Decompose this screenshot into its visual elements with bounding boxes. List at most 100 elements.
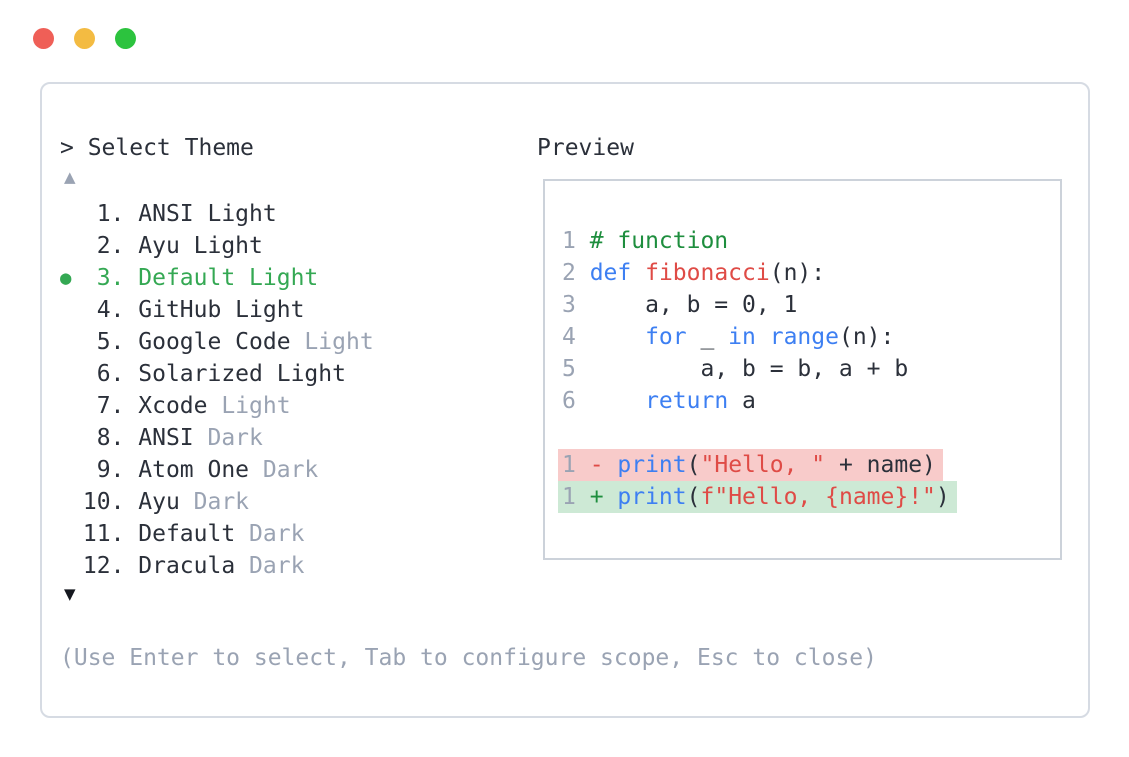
selection-bullet (60, 454, 83, 486)
code-line: 4 for _ in range(n): (562, 321, 1060, 353)
theme-name: ANSI Light (138, 201, 277, 227)
diff-added-line: 1+ print(f"Hello, {name}!") (558, 481, 1060, 513)
theme-number: 5. (96, 329, 125, 355)
line-number: 5 (562, 356, 576, 382)
theme-number: 3. (96, 265, 125, 291)
code-token: return (645, 388, 729, 414)
theme-variant: Dark (193, 425, 263, 451)
code-token: - (589, 452, 618, 478)
code-token: in (728, 324, 756, 350)
code-token (590, 324, 645, 350)
theme-name: Google Code (138, 329, 291, 355)
code-token: ) (935, 484, 950, 510)
selection-bullet (60, 294, 83, 326)
theme-number: 4. (96, 297, 125, 323)
theme-list-item[interactable]: 12. Dracula Dark (60, 550, 537, 582)
theme-list-item[interactable]: 2. Ayu Light (60, 230, 537, 262)
theme-list: 1. ANSI Light 2. Ayu Light ● 3. Default … (60, 198, 537, 582)
code-token: ( (686, 452, 701, 478)
theme-list-column: > Select Theme ▲ 1. ANSI Light 2. Ayu Li… (60, 132, 537, 606)
scroll-down-icon[interactable]: ▼ (64, 585, 76, 603)
line-content: 6 return a (562, 385, 756, 417)
theme-list-item[interactable]: 8. ANSI Dark (60, 422, 537, 454)
preview-title: Preview (537, 135, 634, 161)
code-token: def (589, 260, 632, 286)
theme-variant: Dark (235, 553, 305, 579)
theme-name: Xcode (138, 393, 208, 419)
theme-variant: Light (207, 393, 291, 419)
theme-list-item[interactable]: 1. ANSI Light (60, 198, 537, 230)
theme-variant: Dark (249, 457, 319, 483)
code-token: fibonacci (645, 260, 770, 286)
theme-list-item[interactable]: 7. Xcode Light (60, 390, 537, 422)
line-number: 1 (562, 484, 576, 510)
code-line: 3 a, b = 0, 1 (562, 289, 1060, 321)
code-token: "Hello, " (700, 452, 826, 478)
theme-name: Default Light (138, 265, 319, 291)
code-line: 5 a, b = b, a + b (562, 353, 1060, 385)
panel-columns: > Select Theme ▲ 1. ANSI Light 2. Ayu Li… (60, 132, 1062, 606)
theme-list-item[interactable]: ● 3. Default Light (60, 262, 537, 294)
selection-bullet (60, 198, 83, 230)
window-controls (33, 28, 136, 49)
theme-list-item[interactable]: 4. GitHub Light (60, 294, 537, 326)
code-token: a, b = b, a + b (589, 356, 909, 382)
scroll-up-icon[interactable]: ▲ (64, 168, 76, 186)
diff-removed-line: 1- print("Hello, " + name) (558, 449, 1060, 481)
selection-bullet (60, 390, 83, 422)
theme-name: ANSI (138, 425, 194, 451)
theme-number: 9. (96, 457, 125, 483)
code-token: print (617, 452, 687, 478)
theme-list-item[interactable]: 10. Ayu Dark (60, 486, 537, 518)
selection-bullet (60, 486, 83, 518)
theme-list-item[interactable]: 6. Solarized Light (60, 358, 537, 390)
line-number: 4 (562, 324, 576, 350)
line-content: 1+ print(f"Hello, {name}!") (558, 481, 957, 513)
code-token: _ (686, 324, 729, 350)
code-token: (n): (838, 324, 895, 350)
code-line: 6 return a (562, 385, 1060, 417)
theme-number: 7. (96, 393, 125, 419)
theme-list-item[interactable]: 11. Default Dark (60, 518, 537, 550)
theme-variant: Light (290, 329, 374, 355)
line-number: 1 (562, 228, 576, 254)
selection-bullet (60, 230, 83, 262)
code-token: range (769, 324, 839, 350)
line-number: 3 (562, 292, 576, 318)
theme-number: 11. (82, 521, 125, 547)
code-token: a (728, 388, 756, 414)
code-token (631, 260, 645, 286)
line-content: 5 a, b = b, a + b (562, 353, 908, 385)
theme-variant: Dark (235, 521, 305, 547)
keyboard-hints: (Use Enter to select, Tab to configure s… (60, 645, 877, 671)
zoom-button[interactable] (115, 28, 136, 49)
code-token: f"Hello, {name}!" (700, 484, 936, 510)
code-line: 1 # function (562, 225, 1060, 257)
line-content: 3 a, b = 0, 1 (562, 289, 797, 321)
code-line (562, 417, 1060, 449)
theme-name: Atom One (138, 457, 250, 483)
theme-list-item[interactable]: 9. Atom One Dark (60, 454, 537, 486)
minimize-button[interactable] (74, 28, 95, 49)
selection-bullet: ● (60, 267, 72, 289)
close-button[interactable] (33, 28, 54, 49)
code-token: + (589, 484, 618, 510)
theme-number: 2. (96, 233, 125, 259)
code-token: + name) (825, 452, 936, 478)
selection-bullet (60, 422, 83, 454)
theme-selector-panel: > Select Theme ▲ 1. ANSI Light 2. Ayu Li… (40, 82, 1090, 718)
selection-bullet (60, 518, 83, 550)
theme-variant: Dark (179, 489, 250, 515)
theme-list-item[interactable]: 5. Google Code Light (60, 326, 537, 358)
select-theme-prompt: > Select Theme (60, 135, 254, 161)
theme-number: 10. (82, 489, 125, 515)
code-token: # function (589, 228, 729, 254)
code-token (590, 388, 645, 414)
selection-bullet (60, 326, 83, 358)
code-token: for (645, 324, 687, 350)
code-token: (n): (769, 260, 826, 286)
line-number: 1 (562, 452, 576, 478)
